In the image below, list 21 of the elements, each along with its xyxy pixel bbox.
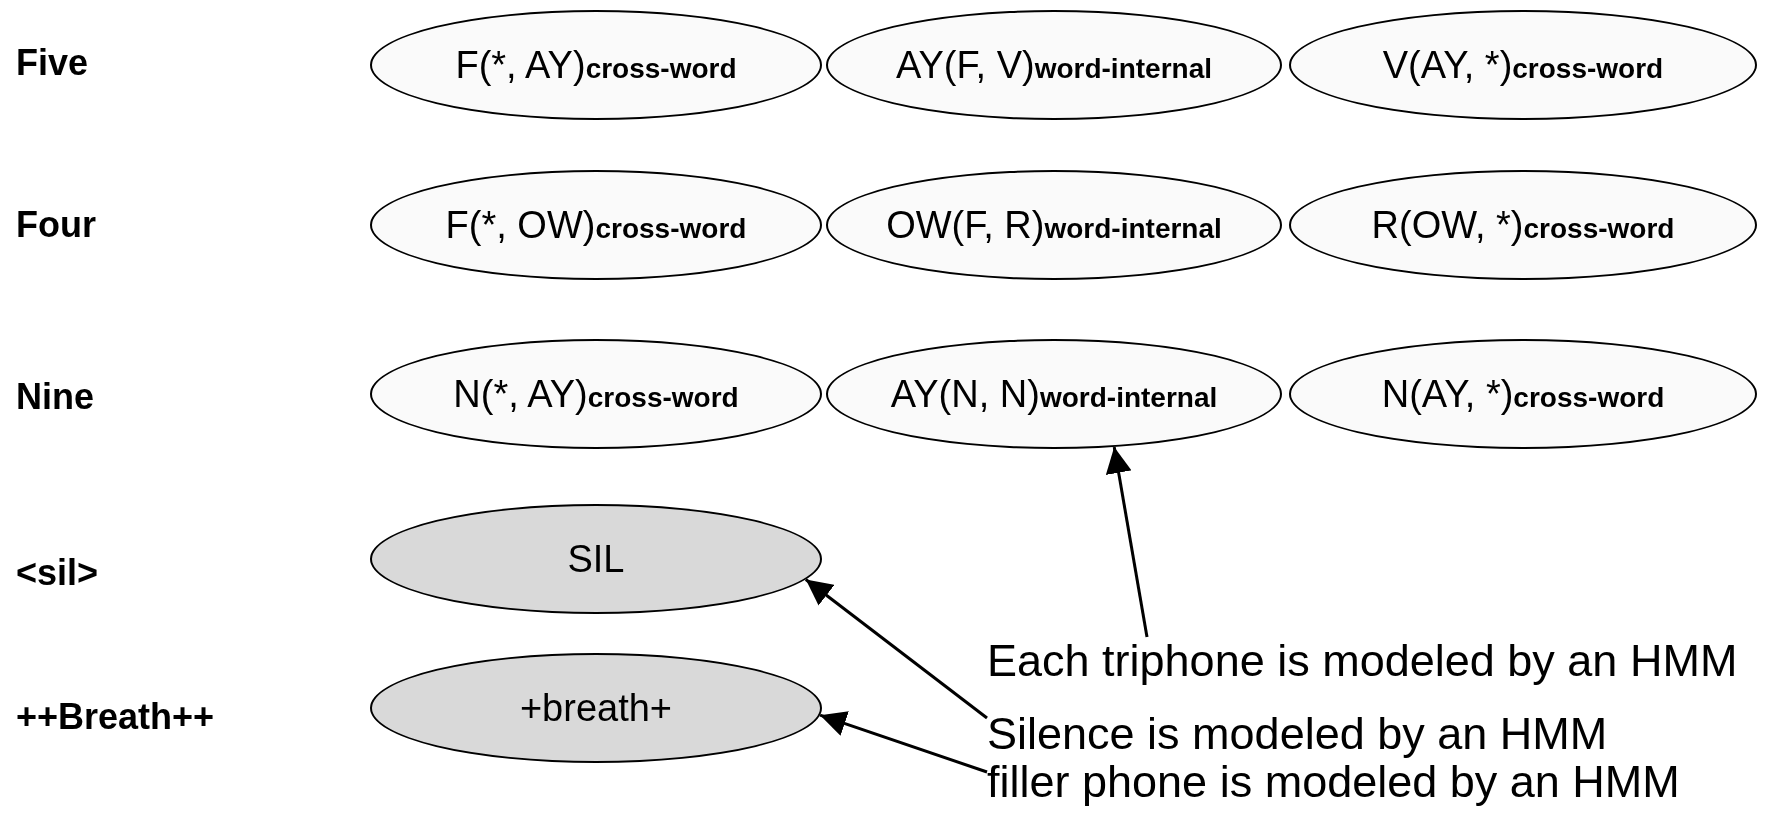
ellipse-label: SIL [567, 537, 625, 581]
ellipse-label: F(*, AY)cross-word [455, 43, 737, 87]
ellipse-label: V(AY, *)cross-word [1382, 43, 1664, 87]
ellipse-label: +breath+ [519, 686, 673, 730]
annotation-text: Silence is modeled by an HMM [987, 710, 1608, 758]
annotation-text: filler phone is modeled by an HMM [987, 758, 1680, 806]
row-label: Four [16, 204, 96, 246]
row-label: <sil> [16, 552, 99, 594]
ellipse-label: N(*, AY)cross-word [453, 372, 739, 416]
ellipse-label: F(*, OW)cross-word [445, 203, 747, 247]
ellipse-label: N(AY, *)cross-word [1381, 372, 1665, 416]
arrow [804, 578, 988, 720]
row-label: ++Breath++ [16, 696, 215, 738]
arrow [1105, 446, 1149, 638]
row-label: Nine [16, 376, 94, 418]
row-label: Five [16, 42, 89, 84]
annotation-text: Each triphone is modeled by an HMM [987, 637, 1738, 685]
ellipse-label: OW(F, R)word-internal [886, 203, 1222, 247]
ellipse-label: AY(N, N)word-internal [890, 372, 1218, 416]
ellipse-label: R(OW, *)cross-word [1371, 203, 1675, 247]
ellipse-label: AY(F, V)word-internal [896, 43, 1212, 87]
